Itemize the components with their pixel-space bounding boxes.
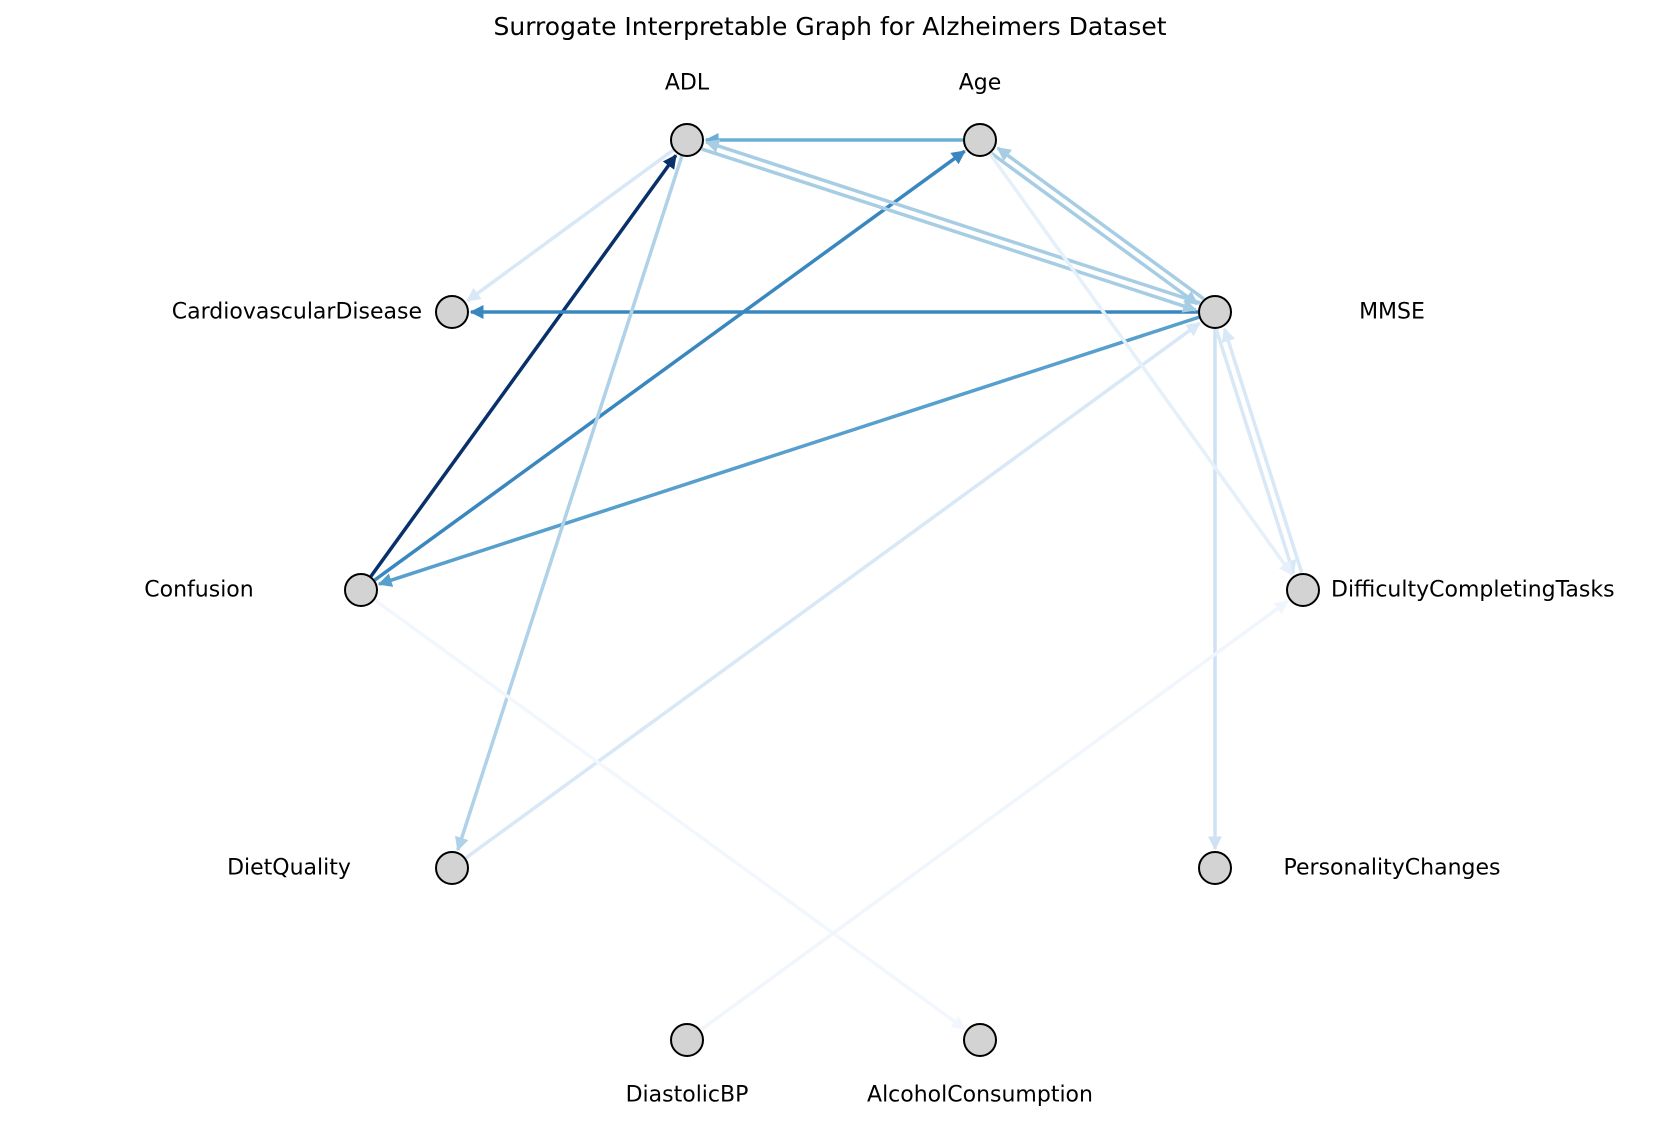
node-label-personality: PersonalityChanges	[1284, 856, 1501, 881]
node-difficulty	[1286, 573, 1320, 607]
edge-diastolic-to-difficulty	[699, 599, 1289, 1032]
node-label-alcohol: AlcoholConsumption	[867, 1083, 1093, 1108]
node-adl	[670, 123, 704, 157]
node-alcohol	[963, 1023, 997, 1057]
edge-mmse-to-age	[996, 146, 1205, 301]
graph-title: Surrogate Interpretable Graph for Alzhei…	[494, 12, 1167, 41]
edge-mmse-to-adl	[704, 139, 1201, 305]
node-label-confusion: Confusion	[144, 578, 253, 603]
edge-confusion-to-alcohol	[373, 598, 966, 1031]
edge-confusion-to-adl	[369, 154, 678, 578]
node-age	[963, 123, 997, 157]
edge-mmse-to-confusion	[377, 315, 1200, 587]
node-personality	[1198, 851, 1232, 885]
node-diet	[435, 851, 469, 885]
edge-difficulty-to-mmse	[1221, 327, 1304, 574]
node-cardio	[435, 295, 469, 329]
node-label-mmse: MMSE	[1359, 300, 1425, 325]
nodes-layer	[344, 123, 1320, 1057]
edge-age-to-difficulty	[988, 152, 1294, 576]
node-label-cardio: CardiovascularDisease	[172, 300, 422, 325]
edge-diet-to-mmse	[464, 321, 1201, 860]
edge-confusion-to-age	[373, 149, 966, 582]
edge-adl-to-cardio	[466, 148, 675, 303]
node-label-difficulty: DifficultyCompletingTasks	[1331, 578, 1615, 603]
node-label-diastolic: DiastolicBP	[626, 1083, 749, 1108]
edge-adl-to-diet	[455, 155, 684, 852]
edges-layer	[369, 133, 1304, 1032]
node-diastolic	[670, 1023, 704, 1057]
node-confusion	[344, 573, 378, 607]
edge-mmse-to-difficulty	[1214, 328, 1297, 575]
edge-age-to-mmse	[990, 151, 1199, 306]
node-label-age: Age	[959, 71, 1002, 96]
node-mmse	[1198, 295, 1232, 329]
edge-adl-to-mmse	[701, 147, 1198, 313]
node-label-diet: DietQuality	[227, 856, 351, 881]
node-label-adl: ADL	[665, 71, 710, 96]
